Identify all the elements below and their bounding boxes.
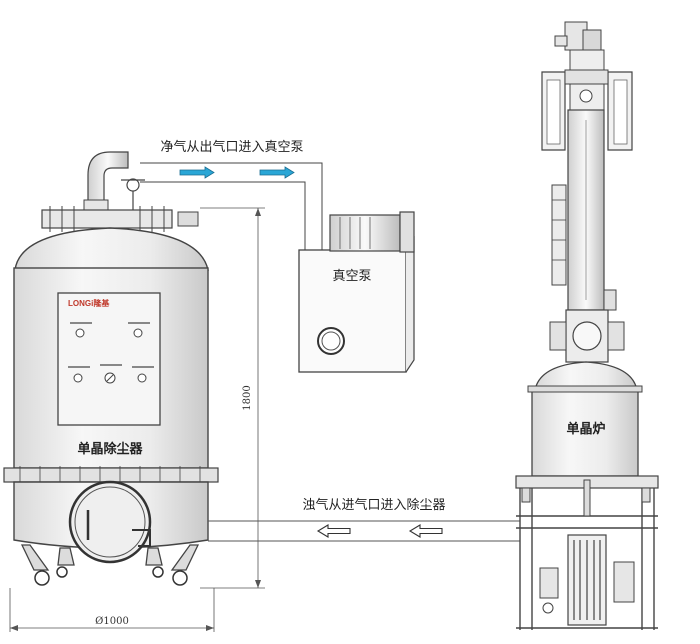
dust-collector-label: 单晶除尘器 <box>77 441 143 457</box>
brand-logo: LONGi隆基 <box>68 298 110 308</box>
flow-arrow-icon <box>316 524 443 538</box>
clean-gas-label: 净气从出气口进入真空泵 <box>160 139 303 155</box>
height-dimension-label: 1800 <box>242 385 253 410</box>
height-dimension: 1800 <box>200 207 265 589</box>
tank-legs <box>20 544 200 571</box>
furnace-body <box>531 387 639 477</box>
middle-flange <box>3 467 219 483</box>
control-panel <box>57 292 161 426</box>
tank-dome <box>14 227 209 271</box>
top-valve-icon <box>126 178 140 192</box>
vacuum-pump-label: 真空泵 <box>332 269 371 284</box>
vacuum-pump: 真空泵 <box>298 211 415 373</box>
diameter-dimension-label: Ø1000 <box>95 616 129 627</box>
dust-collector: LONGi隆基 单晶除尘器 <box>3 151 219 586</box>
furnace-label: 单晶炉 <box>566 421 605 437</box>
diameter-dimension: Ø1000 <box>9 588 215 632</box>
clean-gas-line: 净气从出气口进入真空泵 <box>140 139 323 250</box>
flow-arrow-icon <box>179 166 295 179</box>
panel-indicators <box>73 328 147 384</box>
inlet-hatch <box>68 480 152 564</box>
crystal-furnace: 单晶炉 <box>515 21 659 630</box>
outlet-pipe-elbow <box>87 151 129 206</box>
dirty-gas-line: 浊气从进气口进入除尘器 <box>208 497 520 542</box>
pump-motor <box>329 214 401 252</box>
caster-wheels <box>34 566 188 586</box>
dirty-gas-label: 浊气从进气口进入除尘器 <box>302 497 445 513</box>
